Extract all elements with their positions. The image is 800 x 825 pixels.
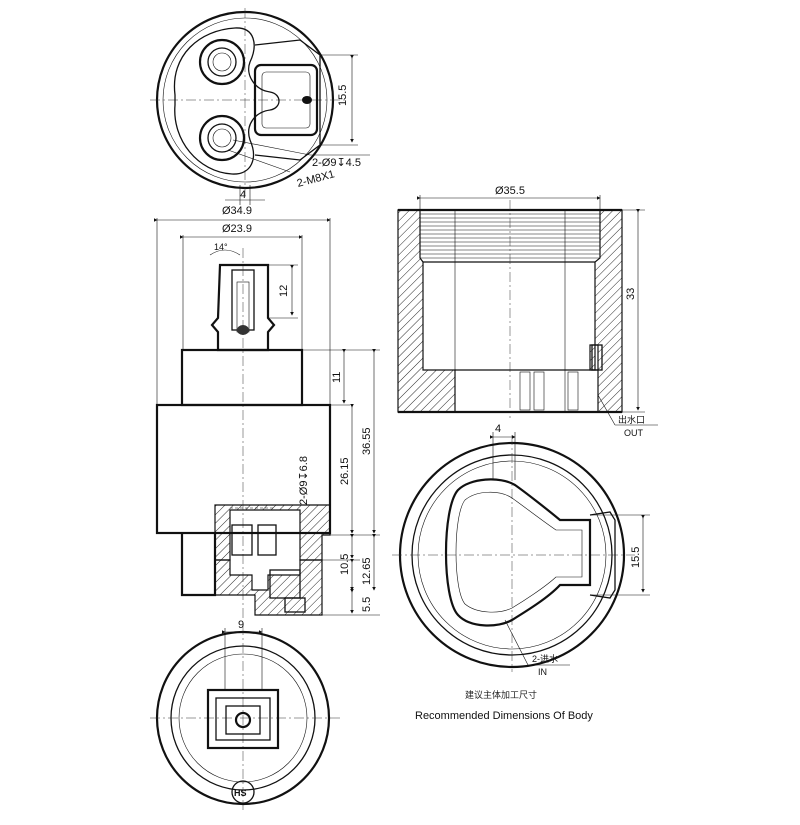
- side-hole-callout: 2-Ø9↧6.8: [298, 456, 310, 505]
- bottom-stem-outer: [206, 688, 280, 750]
- bottom-dim-width: 9: [238, 619, 244, 631]
- logo-circle: [231, 780, 255, 804]
- side-dim-2615: 26.15: [339, 457, 351, 485]
- side-dia-inner: Ø23.9: [222, 223, 252, 235]
- side-dim-stem: 12: [278, 285, 290, 297]
- body-wall-right: [589, 209, 623, 413]
- bottom-view: 9 HS: [150, 619, 340, 810]
- side-dim-3655: 36.55: [361, 427, 373, 455]
- top-hole-callout: 2-Ø9↧4.5: [312, 157, 361, 169]
- side-angle: 14°: [214, 242, 228, 252]
- top-view: 15.5 2-Ø9↧4.5 2-M8X1 4: [150, 8, 370, 205]
- side-dim-55: 5.5: [361, 597, 373, 612]
- top-dim-height: 15.5: [337, 85, 349, 106]
- caption-en: Recommended Dimensions Of Body: [415, 710, 593, 722]
- body-wall-left: [397, 209, 456, 413]
- plan-inlet-cn: 2-进水: [532, 653, 558, 664]
- side-dim-11: 11: [331, 372, 343, 383]
- caption-cn: 建议主体加工尺寸: [465, 689, 537, 701]
- side-dim-1265: 12.65: [361, 557, 373, 585]
- top-dim-width: 4: [240, 189, 246, 201]
- body-dim-height: 33: [625, 288, 637, 300]
- stem-square: [253, 63, 319, 137]
- plan-dim-height: 15.5: [630, 547, 642, 568]
- body-plan: 4 15.5 2-进水 IN 建议主体加工尺寸 Recommended Dime…: [392, 423, 650, 722]
- port-section-lower: [214, 559, 323, 616]
- plan-dim-width: 4: [495, 423, 501, 435]
- body-outlet-cn: 出水口: [618, 414, 645, 425]
- stem-pin: [302, 96, 312, 104]
- body-outlet-en: OUT: [624, 428, 644, 438]
- plan-inlet-en: IN: [538, 667, 547, 677]
- main-body: [155, 403, 332, 535]
- side-dia-outer: Ø34.9: [222, 205, 252, 217]
- hole-upper: [198, 38, 246, 86]
- body-dia: Ø35.5: [495, 185, 525, 197]
- logo-text: HS: [234, 788, 247, 798]
- cap: [180, 348, 304, 407]
- plan-cavity: [444, 478, 592, 627]
- side-view: Ø34.9 Ø23.9 14° 12: [154, 205, 380, 620]
- side-dim-105: 10.5: [339, 554, 351, 575]
- hole-lower: [198, 114, 246, 162]
- port-outline: [173, 27, 280, 175]
- bottom-stem-hole: [234, 711, 252, 729]
- top-thread-callout: 2-M8X1: [296, 168, 336, 190]
- body-section: Ø35.5: [397, 185, 658, 438]
